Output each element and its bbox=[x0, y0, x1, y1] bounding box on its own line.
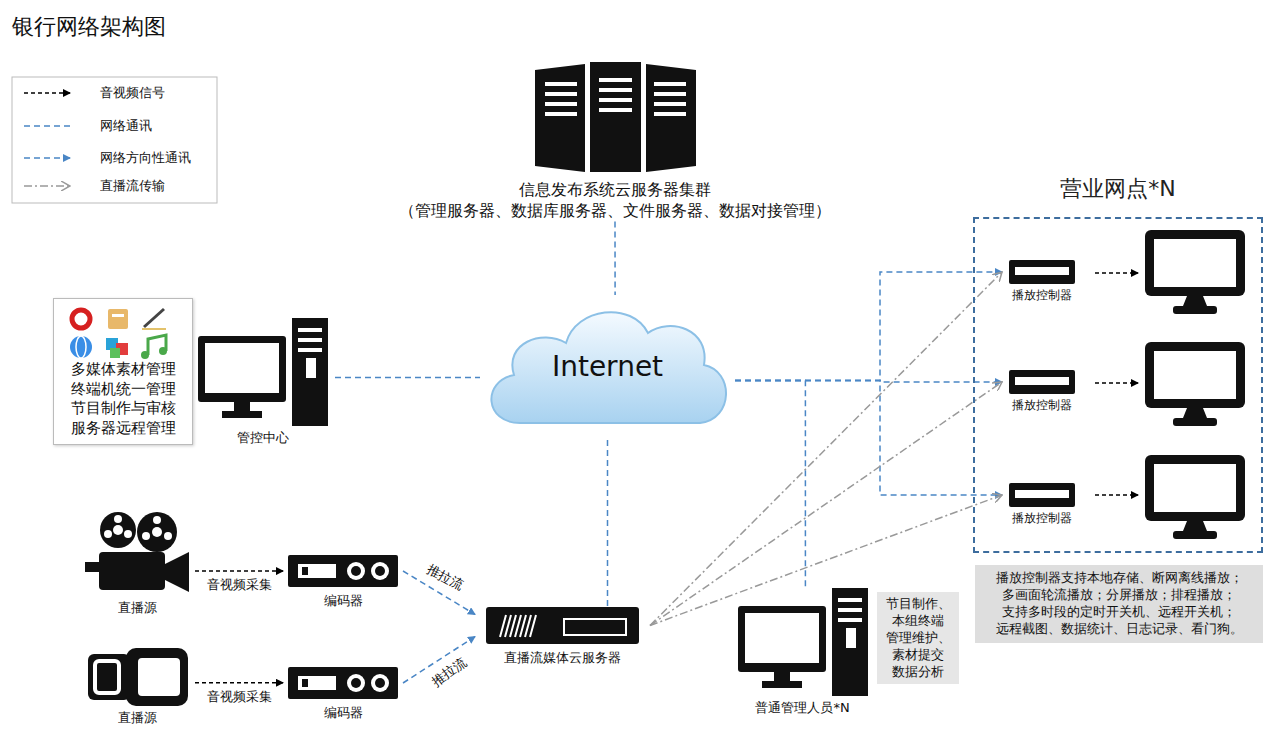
ctrl-icon bbox=[1009, 370, 1075, 394]
ctrl-icon bbox=[1009, 260, 1075, 284]
play-controller: 播放控制器 bbox=[1002, 260, 1082, 304]
legend-sample bbox=[24, 185, 70, 187]
connector bbox=[735, 381, 805, 588]
node-text: 直播源 bbox=[80, 600, 195, 617]
stream-server: 直播流媒体云服务器 bbox=[475, 607, 650, 667]
admin-note: 节目制作、 本组终端 管理维护、 素材提交 数据分析 bbox=[877, 592, 959, 684]
play-controller: 播放控制器 bbox=[1002, 483, 1082, 527]
encoder: 编码器 bbox=[283, 667, 403, 722]
node-text: 播放控制器 bbox=[1002, 511, 1082, 527]
computer-icon bbox=[738, 588, 868, 696]
legend-text: 网络方向性通讯 bbox=[100, 150, 191, 166]
function-box: 多媒体素材管理 终端机统一管理 节目制作与审核 服务器远程管理 bbox=[53, 298, 193, 445]
control-center: 管控中心 bbox=[190, 318, 335, 447]
server-cluster: 信息发布系统云服务器集群（管理服务器、数据库服务器、文件服务器、数据对接管理） bbox=[380, 62, 850, 222]
connector bbox=[195, 570, 283, 572]
node-text: （管理服务器、数据库服务器、文件服务器、数据对接管理） bbox=[380, 201, 850, 222]
play-controller: 播放控制器 bbox=[1002, 370, 1082, 414]
node-text: 信息发布系统云服务器集群 bbox=[380, 180, 850, 201]
node-text: 播放控制器 bbox=[1002, 288, 1082, 304]
edge-label: 推拉流 bbox=[427, 653, 471, 691]
node-text: 播放控制器支持本地存储、断网离线播放； 多画面轮流播放；分屏播放；排程播放； 支… bbox=[981, 570, 1257, 638]
edge-label: 音视频采集 bbox=[205, 689, 274, 705]
legend-sample bbox=[24, 92, 70, 94]
connector bbox=[735, 381, 1002, 495]
legend-text: 直播流传输 bbox=[100, 178, 165, 194]
encoder-icon bbox=[288, 667, 398, 699]
legend-sample bbox=[24, 125, 72, 127]
live-source: 直播源 bbox=[80, 510, 195, 617]
camera-icon bbox=[85, 510, 190, 596]
monitor-icon bbox=[1145, 455, 1245, 539]
camcorder-icon bbox=[88, 648, 188, 706]
node-text: 播放控制器 bbox=[1002, 398, 1082, 414]
node-text: 管控中心 bbox=[190, 430, 335, 447]
connector bbox=[650, 272, 1002, 626]
connector bbox=[195, 682, 283, 684]
group-heading: 营业网点*N bbox=[975, 175, 1261, 204]
av-arrow bbox=[1095, 272, 1138, 274]
diagram-title: 银行网络架构图 bbox=[12, 12, 166, 42]
encoder-icon bbox=[288, 555, 398, 587]
node-text: 普通管理人员*N bbox=[730, 700, 875, 717]
connector bbox=[614, 222, 616, 295]
edge-label: 推拉流 bbox=[422, 560, 467, 594]
node-text: 编码器 bbox=[283, 705, 403, 722]
legend-text: 网络通讯 bbox=[100, 118, 152, 134]
node-text: 多媒体素材管理 终端机统一管理 节目制作与审核 服务器远程管理 bbox=[62, 360, 184, 438]
edge-label: 音视频采集 bbox=[205, 577, 274, 593]
live-source: 直播源 bbox=[80, 648, 195, 727]
admin-computer: 普通管理人员*N bbox=[730, 588, 875, 717]
feature-note: 播放控制器支持本地存储、断网离线播放； 多画面轮流播放；分屏播放；排程播放； 支… bbox=[975, 565, 1263, 643]
cluster-icon bbox=[535, 62, 696, 172]
legend-sample bbox=[24, 157, 70, 159]
node-text: 编码器 bbox=[283, 593, 403, 610]
connector bbox=[607, 440, 609, 607]
apps-icon bbox=[68, 305, 178, 360]
av-arrow bbox=[1095, 494, 1138, 496]
monitor-icon bbox=[1145, 230, 1245, 314]
internet-cloud: Internet bbox=[480, 295, 735, 440]
legend-text: 音视频信号 bbox=[100, 85, 165, 101]
monitor-icon bbox=[1145, 342, 1245, 426]
node-text: 直播流媒体云服务器 bbox=[475, 650, 650, 667]
node-text: Internet bbox=[552, 349, 663, 385]
branch-group: 营业网点*N播放控制器播放控制器播放控制器 bbox=[973, 217, 1263, 553]
node-text: 直播源 bbox=[80, 710, 195, 727]
legend-frame bbox=[12, 77, 217, 203]
connector bbox=[735, 272, 1002, 381]
stream-icon bbox=[486, 607, 639, 644]
connector bbox=[335, 377, 480, 379]
computer-icon bbox=[198, 318, 328, 426]
ctrl-icon bbox=[1009, 483, 1075, 507]
node-text: 节目制作、 本组终端 管理维护、 素材提交 数据分析 bbox=[880, 596, 956, 680]
encoder: 编码器 bbox=[283, 555, 403, 610]
av-arrow bbox=[1095, 382, 1138, 384]
